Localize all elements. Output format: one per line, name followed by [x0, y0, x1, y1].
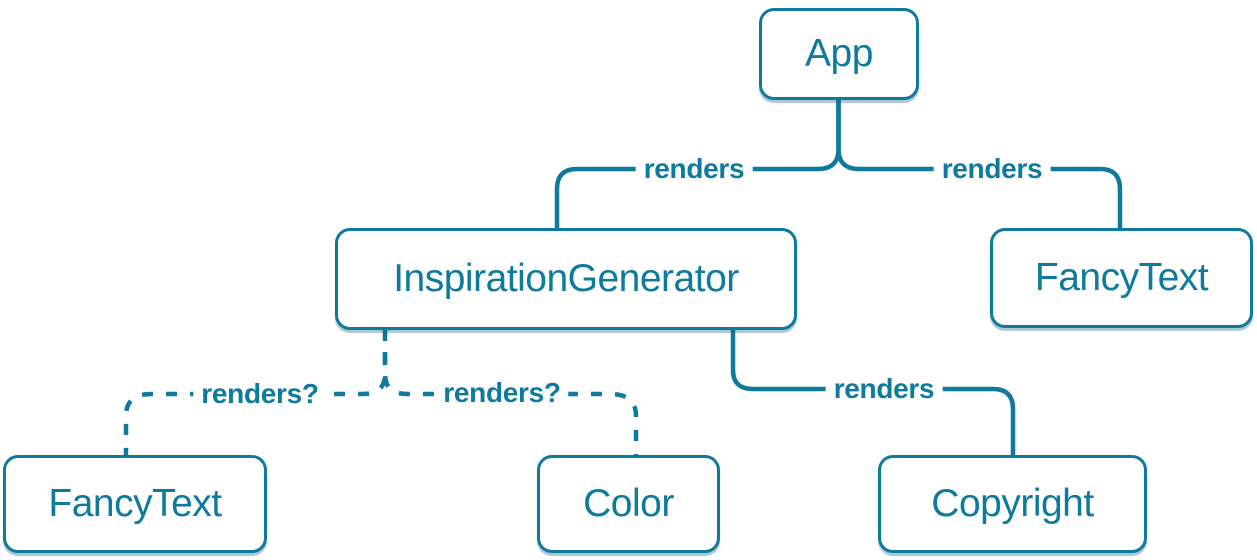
- edge-label-renders-question-color: renders?: [435, 377, 569, 409]
- node-color: Color: [537, 455, 720, 553]
- node-fancy-text-bottom: FancyText: [3, 455, 267, 553]
- edge-label-renders-question-fancy-text: renders?: [193, 378, 327, 410]
- node-app: App: [759, 8, 919, 100]
- edge-label-renders-copyright: renders: [825, 373, 943, 405]
- edge-label-renders-app-fancy-text: renders: [933, 153, 1051, 185]
- node-inspiration-generator: InspirationGenerator: [335, 228, 797, 330]
- node-copyright: Copyright: [878, 455, 1147, 553]
- edge-inspiration-generator-to-color-dashed: [382, 352, 639, 455]
- node-fancy-text-top: FancyText: [990, 228, 1253, 328]
- edge-label-renders-app-inspiration: renders: [635, 153, 753, 185]
